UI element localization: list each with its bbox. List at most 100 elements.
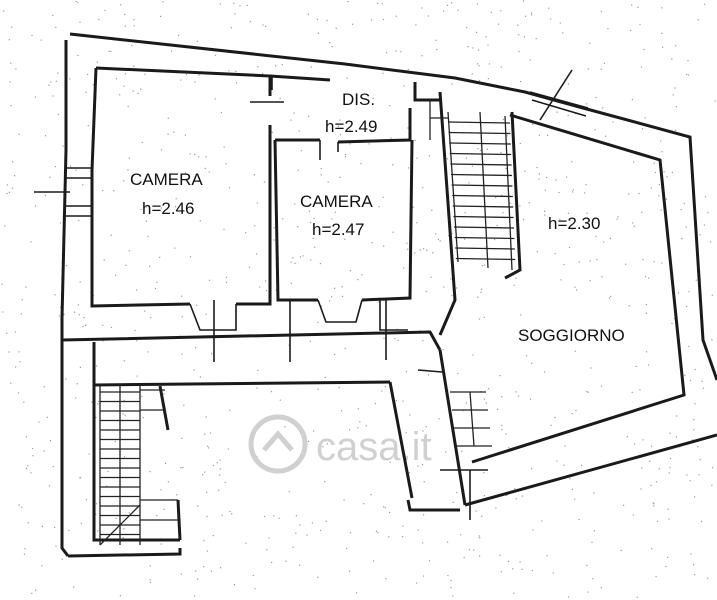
speckle <box>550 424 552 426</box>
speckle <box>136 375 138 377</box>
speckle <box>417 529 419 531</box>
speckle <box>423 575 425 577</box>
speckle <box>346 547 348 550</box>
speckle <box>339 134 342 136</box>
speckle <box>499 554 501 556</box>
speckle <box>487 78 489 80</box>
speckle <box>497 23 500 25</box>
speckle <box>430 276 432 278</box>
speckle <box>349 129 351 131</box>
speckle <box>31 34 33 37</box>
speckle <box>203 566 205 568</box>
speckle <box>407 248 409 250</box>
speckle <box>233 584 235 586</box>
speckle <box>412 206 414 208</box>
speckle <box>18 351 20 353</box>
speckle <box>567 212 569 214</box>
speckle <box>349 270 351 272</box>
stair-tread <box>455 257 516 261</box>
speckle <box>224 481 226 484</box>
speckle <box>75 169 77 171</box>
speckle <box>490 11 492 13</box>
speckle <box>207 445 209 447</box>
speckle <box>578 261 580 263</box>
speckle <box>197 505 199 507</box>
speckle <box>136 340 138 342</box>
speckle <box>478 535 480 537</box>
speckle <box>603 241 605 243</box>
speckle <box>206 491 208 493</box>
speckle <box>329 300 331 302</box>
speckle <box>299 564 301 566</box>
speckle <box>347 1 349 3</box>
speckle <box>550 18 552 20</box>
speckle <box>293 112 295 114</box>
speckle <box>628 193 630 195</box>
speckle <box>147 235 149 237</box>
speckle <box>49 440 51 442</box>
speckle <box>584 192 586 194</box>
speckle <box>160 15 162 17</box>
speckle <box>181 353 183 355</box>
speckle <box>334 353 336 356</box>
speckle <box>149 579 151 581</box>
speckle <box>523 36 526 38</box>
speckle <box>600 10 603 13</box>
speckle <box>655 576 657 578</box>
speckle <box>574 350 576 352</box>
speckle <box>532 529 534 531</box>
speckle <box>525 355 528 357</box>
speckle <box>654 171 656 174</box>
speckle <box>108 50 110 52</box>
speckle <box>528 202 530 204</box>
speckle <box>586 391 588 393</box>
speckle <box>60 306 62 308</box>
room-name-camera-center: CAMERA <box>300 192 373 211</box>
speckle <box>160 207 162 209</box>
speckle <box>421 7 423 9</box>
speckle <box>79 366 81 368</box>
speckle <box>131 44 133 47</box>
speckle <box>697 19 699 21</box>
speckle <box>262 24 264 26</box>
speckle <box>426 249 428 251</box>
speckle <box>674 87 676 89</box>
speckle <box>603 62 605 64</box>
speckle <box>368 143 370 145</box>
speckle <box>587 591 589 593</box>
speckle <box>519 142 521 145</box>
speckle <box>142 417 144 419</box>
speckle <box>620 549 622 552</box>
speckle <box>225 281 228 284</box>
speckle <box>431 209 433 211</box>
speckle <box>486 148 488 150</box>
speckle <box>2 311 4 313</box>
speckle <box>546 176 548 179</box>
speckle <box>312 430 315 432</box>
speckle <box>135 289 138 291</box>
speckle <box>202 474 204 476</box>
speckle <box>48 84 50 86</box>
speckle <box>571 161 573 163</box>
speckle <box>390 137 392 139</box>
speckle <box>140 88 142 90</box>
speckle <box>137 93 139 95</box>
speckle <box>178 34 180 36</box>
speckle <box>541 520 543 522</box>
speckle <box>173 131 175 133</box>
speckle <box>532 123 534 125</box>
speckle <box>488 63 490 65</box>
speckle <box>6 184 8 186</box>
speckle <box>124 13 126 16</box>
speckle <box>669 466 671 469</box>
speckle <box>320 174 322 176</box>
speckle <box>505 168 507 170</box>
speckle <box>20 313 22 315</box>
speckle <box>414 139 416 141</box>
speckle <box>160 149 163 151</box>
speckle <box>709 241 712 243</box>
speckle <box>140 180 142 182</box>
speckle <box>423 248 425 250</box>
speckle <box>468 549 470 551</box>
speckle <box>317 321 319 323</box>
